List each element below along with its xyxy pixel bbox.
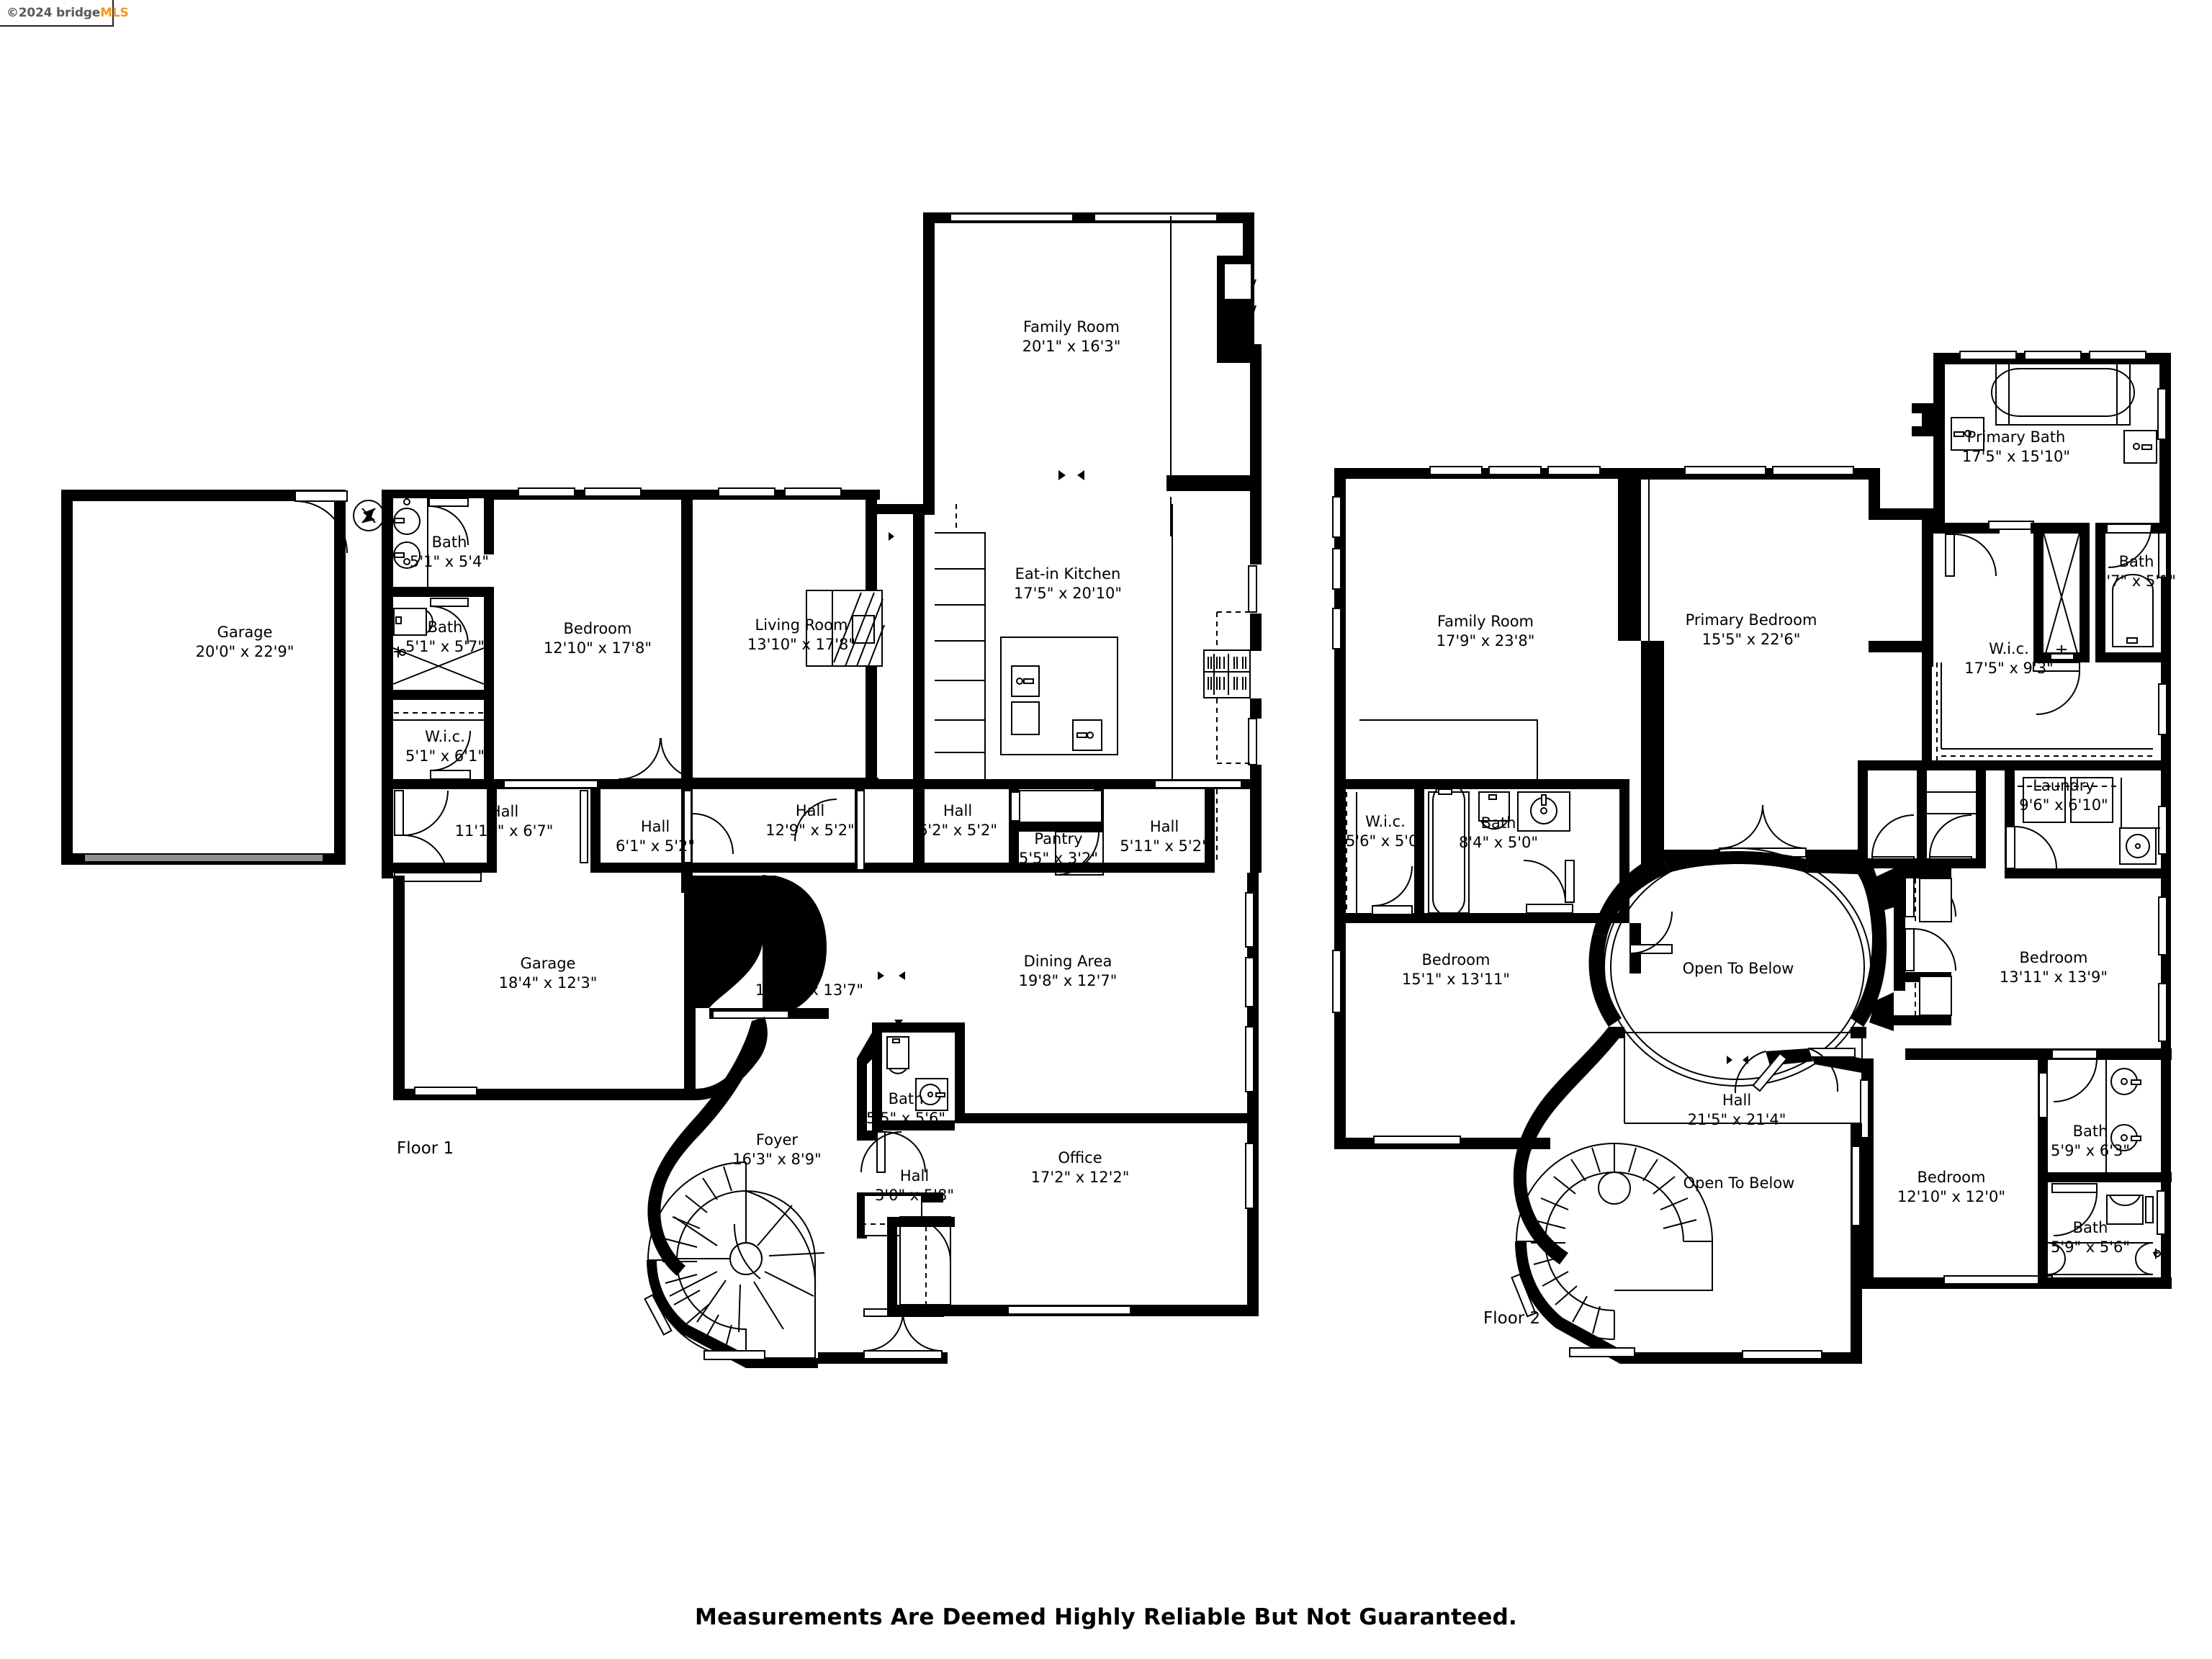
room-name: Dining Area	[1024, 953, 1112, 970]
room-dim: 13'10" x 17'8"	[747, 636, 855, 653]
room-dim: 6'2" x 5'2"	[918, 822, 997, 839]
watermark-text: ©2024 bridgeMLS	[6, 6, 129, 20]
room-dim: 13'11" x 13'9"	[2000, 968, 2108, 986]
room-dim: 12'9" x 5'2"	[765, 822, 854, 839]
room-dim: 5'9" x 6'3"	[2051, 1142, 2130, 1159]
room-name: W.i.c.	[425, 728, 465, 745]
room-name: W.i.c.	[1365, 813, 1406, 830]
room-dim: 19'8" x 12'7"	[1019, 972, 1118, 989]
open-to-below-lower: Open To Below	[1683, 1174, 1795, 1192]
room-name: Bath	[2119, 553, 2154, 570]
room-dim: 2'7" x 5'1"	[2097, 572, 2176, 590]
room-dim: 18'4" x 12'3"	[499, 974, 598, 992]
watermark-mls: MLS	[100, 5, 129, 20]
room-dim: 10'11" x 13'7"	[755, 981, 863, 999]
disclaimer-footer: Measurements Are Deemed Highly Reliable …	[695, 1604, 1517, 1630]
room-dim: 9'6" x 6'10"	[2019, 796, 2108, 814]
room-dim: 15'5" x 22'6"	[1702, 631, 1801, 648]
open-to-below-upper: Open To Below	[1683, 960, 1794, 977]
room-name: Bath	[432, 534, 467, 551]
room-dim: 3'0" x 5'8"	[875, 1187, 954, 1204]
room-dim: 15'1" x 13'11"	[1402, 971, 1510, 988]
room-name: Living Room	[755, 616, 848, 634]
room-name: Bath	[889, 1090, 924, 1107]
dimension-arrows-floor1	[878, 470, 1084, 1033]
room-dim: 11'11" x 6'7"	[455, 822, 554, 840]
floor2-label: Floor 2	[1483, 1309, 1540, 1328]
bridgemls-watermark: ©2024 bridgeMLS	[0, 0, 129, 27]
watermark-bridge: bridge	[56, 5, 101, 20]
room-dim: 5'6" x 5'0"	[1346, 832, 1425, 850]
room-dim: 5'11" x 5'2"	[1120, 837, 1208, 855]
room-dim: 5'5" x 5'6"	[866, 1110, 945, 1127]
room-name: Pantry	[1034, 830, 1082, 848]
floor2-group: Primary Bath 17'5" x 15'10" Bath 2'7" x …	[1332, 351, 2176, 1364]
room-name: Bath	[2073, 1219, 2108, 1236]
room-name: Bedroom	[1422, 951, 1491, 968]
floor1-group: Garage 20'0" x 22'9" Bath 5'1" x 5'4" Ba…	[61, 212, 1262, 1368]
room-dim: 17'2" x 12'2"	[1031, 1169, 1130, 1186]
room-name: Hall	[943, 802, 972, 819]
room-name: Family Room	[1437, 613, 1534, 630]
room-name: Office	[1058, 1149, 1102, 1166]
room-dim: 16'3" x 8'9"	[732, 1151, 821, 1168]
room-name: Hall	[795, 962, 824, 979]
room-dim: 8'4" x 5'0"	[1459, 834, 1538, 851]
room-name: Garage	[521, 955, 576, 972]
room-name: Bath	[428, 619, 463, 636]
room-dim: 20'1" x 16'3"	[1022, 338, 1121, 355]
room-name: Family Room	[1023, 318, 1120, 336]
room-dim: 5'1" x 5'4"	[410, 553, 489, 570]
room-dim: 20'0" x 22'9"	[196, 643, 295, 660]
floor1-room-labels: Garage 20'0" x 22'9" Bath 5'1" x 5'4" Ba…	[196, 318, 1209, 1204]
dimension-arrows-floor2	[1727, 1056, 1748, 1064]
room-name: W.i.c.	[1989, 640, 2029, 657]
room-dim: 21'5" x 21'4"	[1688, 1111, 1786, 1128]
room-name: Primary Bath	[1967, 428, 2066, 446]
room-name: Primary Bedroom	[1686, 611, 1817, 629]
room-dim: 17'9" x 23'8"	[1437, 632, 1535, 649]
room-dim: 5'1" x 6'1"	[405, 747, 485, 765]
room-dim: 5'9" x 5'6"	[2051, 1238, 2130, 1256]
room-dim: 17'5" x 20'10"	[1014, 585, 1122, 602]
room-name: Hall	[1150, 818, 1179, 835]
room-name: Eat-in Kitchen	[1015, 565, 1121, 583]
room-name: Bath	[1481, 814, 1516, 832]
room-name: Hall	[900, 1167, 929, 1184]
floor2-room-labels: Primary Bath 17'5" x 15'10" Bath 2'7" x …	[1346, 428, 2176, 1256]
room-name: Hall	[641, 818, 670, 835]
rotunda-floor2	[1588, 848, 1887, 1087]
room-name: Hall	[796, 802, 824, 819]
room-name: Laundry	[2033, 777, 2095, 794]
room-name: Garage	[217, 624, 273, 641]
room-name: Foyer	[756, 1131, 799, 1148]
room-dim: 6'1" x 5'2"	[616, 837, 695, 855]
room-name: Hall	[1722, 1092, 1751, 1109]
room-name: Bedroom	[1917, 1169, 1986, 1186]
room-dim: 5'5" x 3'2"	[1019, 850, 1098, 867]
floor1-label: Floor 1	[397, 1139, 454, 1158]
room-dim: 5'1" x 5'7"	[405, 638, 485, 655]
staircase-floor1	[644, 1161, 825, 1368]
room-dim: 12'10" x 12'0"	[1897, 1188, 2005, 1205]
room-dim: 17'5" x 9'3"	[1964, 660, 2053, 677]
room-dim: 17'5" x 15'10"	[1962, 448, 2070, 465]
room-name: Bedroom	[564, 620, 632, 637]
watermark-copyright: ©2024	[6, 5, 57, 20]
room-name: Hall	[490, 803, 518, 820]
room-dim: 12'10" x 17'8"	[544, 639, 652, 657]
room-name: Bedroom	[2020, 949, 2088, 966]
room-name: Bath	[2073, 1123, 2108, 1140]
staircase-floor2	[1511, 1027, 1724, 1364]
